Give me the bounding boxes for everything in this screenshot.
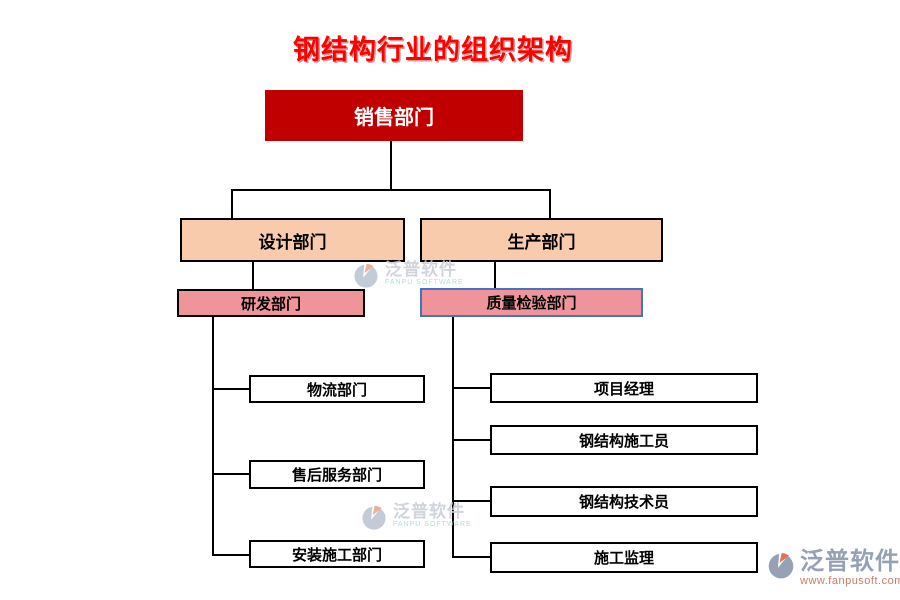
connector-left-branch-1 (212, 388, 250, 390)
fanpu-logo-icon (360, 503, 388, 533)
watermark-brand-text: 泛普软件 (385, 260, 457, 279)
connector-production-quality (494, 262, 496, 288)
connector-left-branch-3 (212, 554, 250, 556)
fanpu-logo-icon (352, 261, 380, 291)
fanpu-brand-logo: 泛普软件 www.fanpusoft.com (766, 550, 900, 587)
org-node-steel-builder: 钢结构施工员 (490, 425, 758, 455)
connector-top-horizontal (231, 189, 551, 191)
org-node-after-sales: 售后服务部门 (249, 460, 425, 489)
org-node-sales: 销售部门 (265, 90, 523, 141)
connector-root-down (390, 141, 392, 190)
org-node-installation: 安装施工部门 (249, 540, 425, 568)
brand-url-text: www.fanpusoft.com (800, 575, 900, 587)
connector-right-branch-2 (452, 439, 490, 441)
org-node-construction-supervisor: 施工监理 (490, 542, 758, 573)
watermark-brand-en-text: FANPU SOFTWARE (393, 521, 472, 528)
connector-design-rnd (252, 262, 254, 289)
fanpu-logo-icon (766, 550, 796, 582)
brand-name-text: 泛普软件 (800, 548, 900, 575)
connector-left-branch-2 (212, 473, 250, 475)
connector-right-branch-1 (452, 387, 490, 389)
connector-drop-production (549, 189, 551, 218)
watermark-lower: 泛普软件 FANPU SOFTWARE (360, 503, 472, 533)
connector-right-branch-3 (452, 500, 490, 502)
org-node-rnd: 研发部门 (177, 289, 365, 317)
connector-left-spine (212, 317, 214, 556)
org-node-quality-inspection: 质量检验部门 (420, 288, 643, 317)
watermark-brand-en-text: FANPU SOFTWARE (385, 279, 464, 286)
watermark-center: 泛普软件 FANPU SOFTWARE (352, 261, 464, 291)
connector-right-spine (452, 317, 454, 558)
org-node-project-manager: 项目经理 (490, 373, 758, 403)
watermark-brand-text: 泛普软件 (393, 502, 465, 521)
org-node-design: 设计部门 (180, 218, 405, 262)
org-node-production: 生产部门 (420, 218, 663, 262)
connector-drop-design (231, 189, 233, 218)
connector-right-branch-4 (452, 556, 490, 558)
org-node-steel-technician: 钢结构技术员 (490, 486, 758, 517)
org-node-logistics: 物流部门 (249, 375, 425, 403)
page-title: 钢结构行业的组织架构 (293, 35, 573, 65)
